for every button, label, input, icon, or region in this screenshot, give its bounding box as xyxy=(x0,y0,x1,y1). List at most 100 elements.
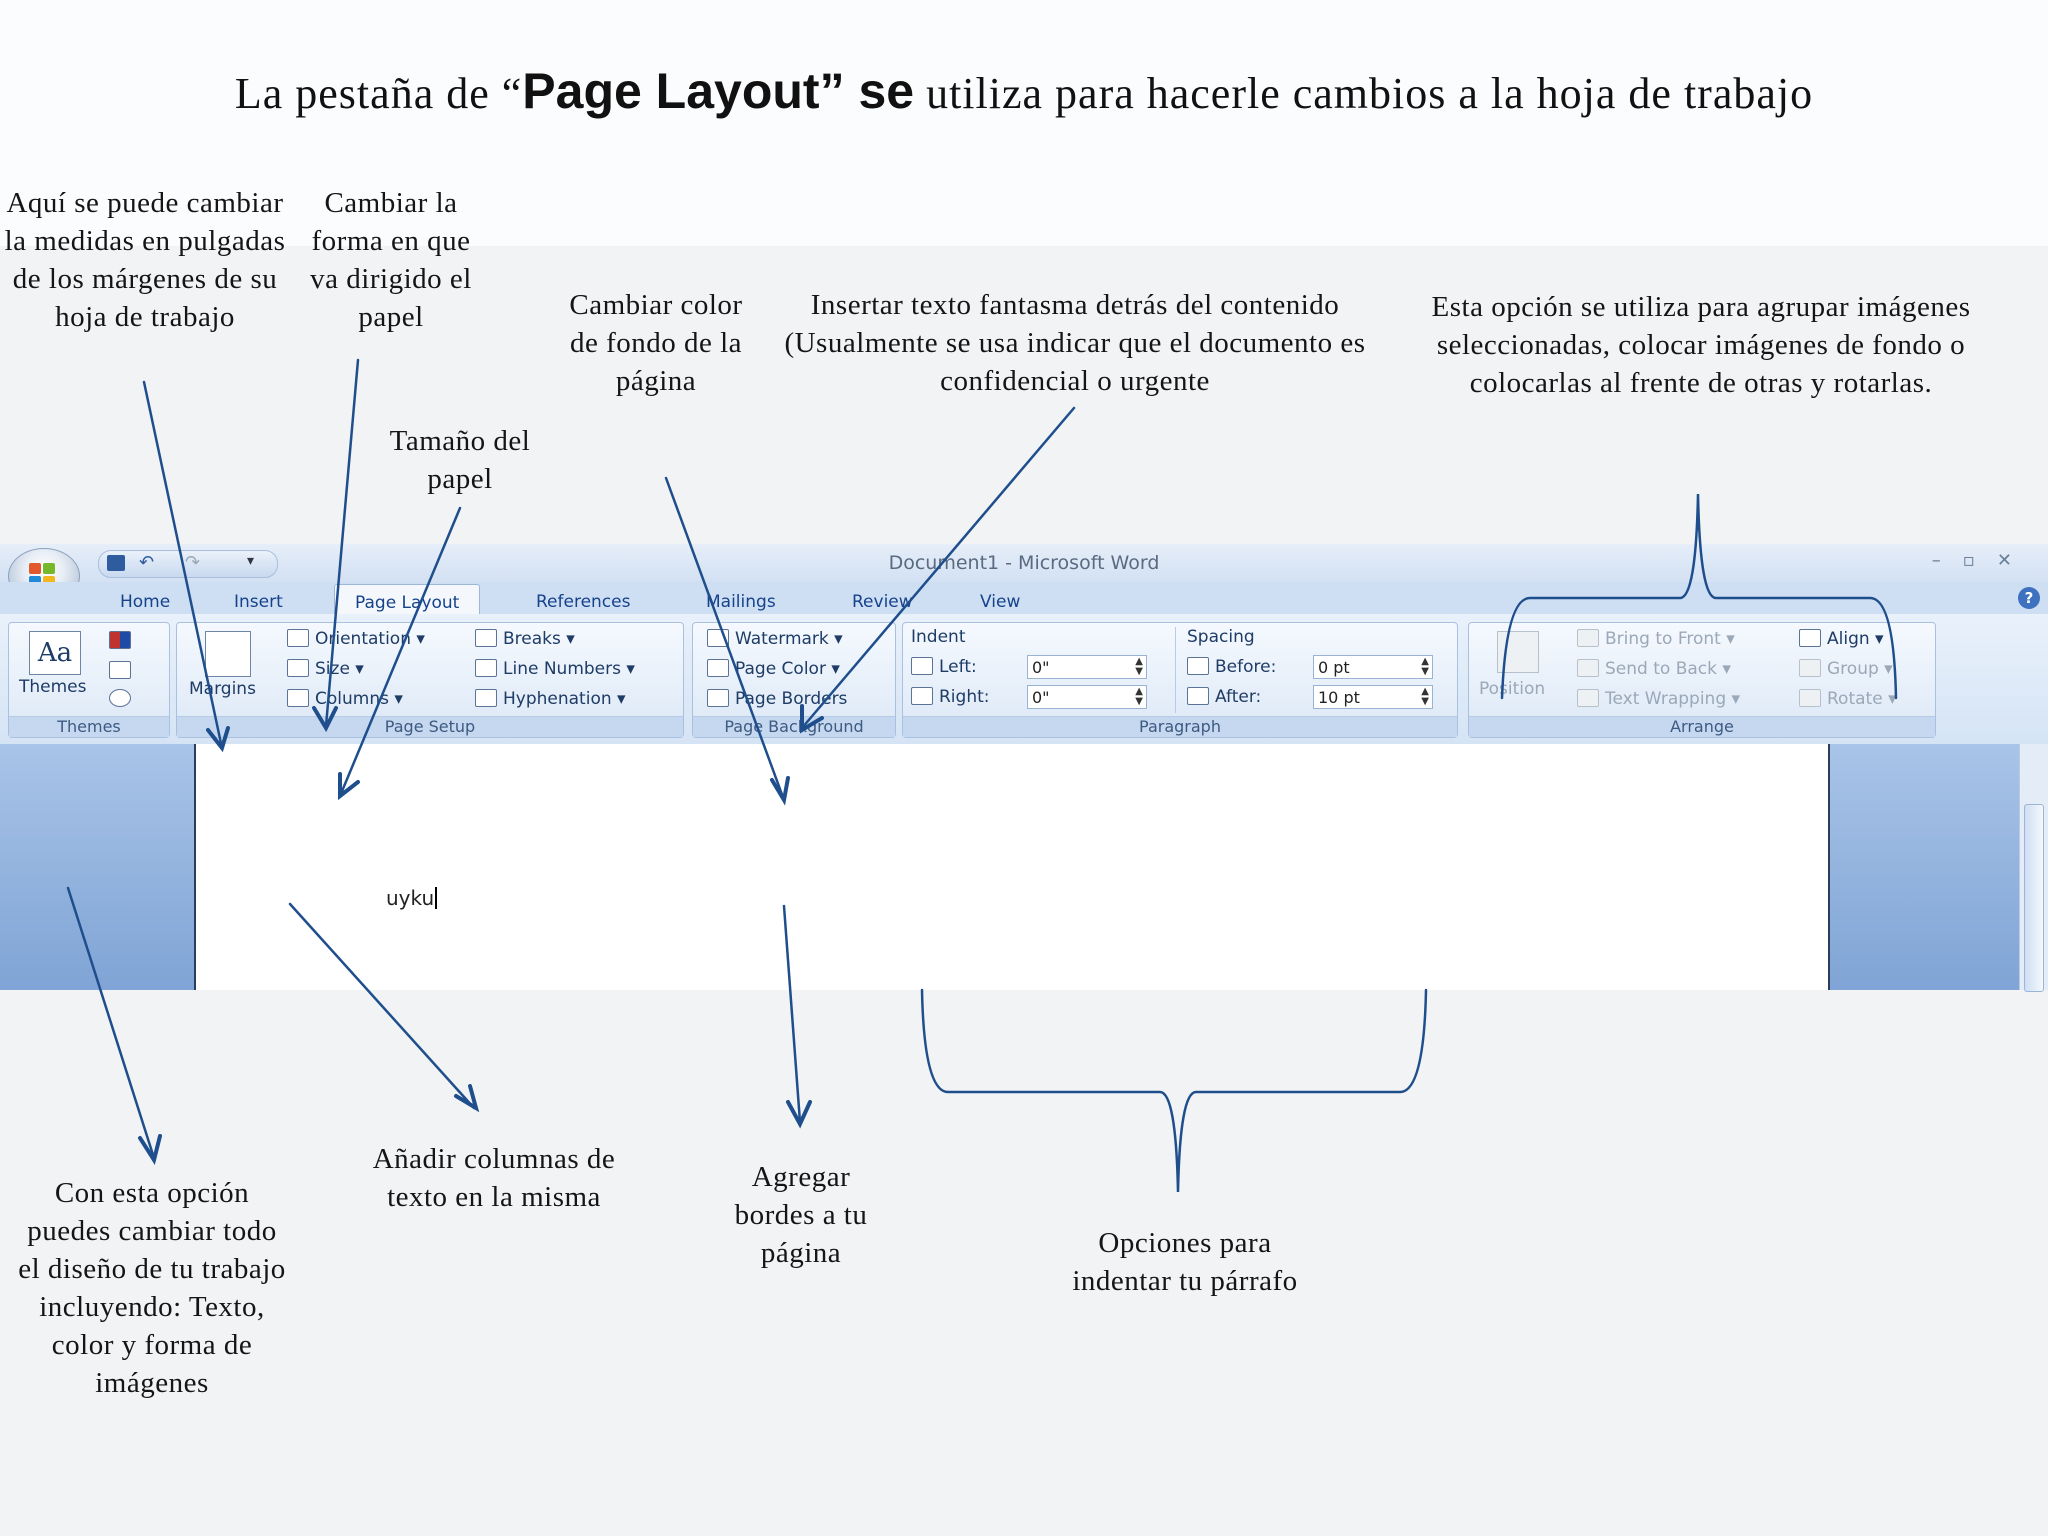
rotate-icon xyxy=(1799,689,1821,707)
page-color-button[interactable]: Page Color ▾ xyxy=(707,659,840,679)
send-to-back-icon xyxy=(1577,659,1599,677)
note-size: Tamaño del papel xyxy=(389,425,531,495)
word-window: Document1 - Microsoft Word –▫✕ ↶ ↷ ▾ Hom… xyxy=(0,544,2048,992)
tab-home[interactable]: Home xyxy=(120,592,171,612)
note-margins: Aquí se puede cambiar la medidas en pulg… xyxy=(4,187,286,333)
indent-right-label: Right: xyxy=(911,687,990,707)
help-icon[interactable]: ? xyxy=(2018,587,2040,609)
position-icon[interactable] xyxy=(1497,631,1539,673)
margins-button[interactable]: Margins xyxy=(189,679,256,699)
group-page-background: Watermark ▾ Page Color ▾ Page Borders Pa… xyxy=(692,622,896,738)
breaks-button[interactable]: Breaks ▾ xyxy=(475,629,575,649)
spacing-after-label: After: xyxy=(1187,687,1261,707)
indent-heading: Indent xyxy=(911,627,966,647)
redo-icon[interactable]: ↷ xyxy=(185,552,201,573)
text-wrapping-icon xyxy=(1577,689,1599,707)
page-borders-icon xyxy=(707,689,729,707)
title-bar: Document1 - Microsoft Word –▫✕ xyxy=(0,544,2048,582)
scrollbar-thumb[interactable] xyxy=(2024,804,2044,992)
group-icon xyxy=(1799,659,1821,677)
group-arrange: Position Bring to Front ▾ Send to Back ▾… xyxy=(1468,622,1936,738)
line-numbers-icon xyxy=(475,659,497,677)
group-page-setup: Margins Orientation ▾ Size ▾ Columns ▾ B… xyxy=(176,622,684,738)
columns-button[interactable]: Columns ▾ xyxy=(287,689,403,709)
window-title: Document1 - Microsoft Word xyxy=(888,552,1160,574)
spacing-after-icon xyxy=(1187,687,1209,705)
spacing-heading: Spacing xyxy=(1187,627,1255,647)
tab-review[interactable]: Review xyxy=(852,592,913,612)
group-button[interactable]: Group ▾ xyxy=(1799,659,1893,679)
divider xyxy=(1175,627,1176,713)
rotate-button[interactable]: Rotate ▾ xyxy=(1799,689,1897,709)
page-setup-group-label: Page Setup xyxy=(177,716,683,737)
office-logo-icon xyxy=(29,563,57,589)
size-icon xyxy=(287,659,309,677)
watermark-icon xyxy=(707,629,729,647)
note-indent: Opciones para indentar tu párrafo xyxy=(1072,1227,1298,1297)
note-page-color: Cambiar color de fondo de la página xyxy=(569,289,743,397)
tab-mailings[interactable]: Mailings xyxy=(706,592,776,612)
title-emphasis: Page Layout” se xyxy=(522,63,915,119)
slide-title: La pestaña de “Page Layout” se utiliza p… xyxy=(0,62,2048,120)
indent-right-icon xyxy=(911,687,933,705)
tab-view[interactable]: View xyxy=(980,592,1021,612)
themes-icon[interactable]: Aa xyxy=(29,631,81,675)
ribbon-tab-bar xyxy=(0,582,2048,614)
bring-to-front-button[interactable]: Bring to Front ▾ xyxy=(1577,629,1735,649)
spinner-icon[interactable]: ▲▼ xyxy=(1421,656,1429,677)
document-text[interactable]: uyku xyxy=(386,886,438,910)
page-color-icon xyxy=(707,659,729,677)
spinner-icon[interactable]: ▲▼ xyxy=(1421,686,1429,707)
spinner-icon[interactable]: ▲▼ xyxy=(1135,686,1143,707)
indent-left-field[interactable]: 0"▲▼ xyxy=(1027,655,1147,679)
note-orientation: Cambiar la forma en que va dirigido el p… xyxy=(310,187,472,333)
note-watermark: Insertar texto fantasma detrás del conte… xyxy=(784,289,1366,397)
orientation-icon xyxy=(287,629,309,647)
title-suffix: utiliza para hacerle cambios a la hoja d… xyxy=(914,69,1814,118)
group-themes: Aa Themes Themes xyxy=(8,622,170,738)
margins-icon[interactable] xyxy=(205,631,251,677)
save-icon[interactable] xyxy=(107,555,125,571)
quick-access-toolbar[interactable]: ↶ ↷ ▾ xyxy=(98,550,278,578)
align-icon xyxy=(1799,629,1821,647)
spacing-before-icon xyxy=(1187,657,1209,675)
vertical-scrollbar[interactable] xyxy=(2019,744,2048,992)
indent-right-field[interactable]: 0"▲▼ xyxy=(1027,685,1147,709)
customize-toolbar-icon[interactable]: ▾ xyxy=(247,553,255,569)
hyphenation-icon xyxy=(475,689,497,707)
page-borders-button[interactable]: Page Borders xyxy=(707,689,847,709)
text-caret xyxy=(435,887,438,909)
hyphenation-button[interactable]: Hyphenation ▾ xyxy=(475,689,626,709)
document-page[interactable] xyxy=(194,744,1830,990)
theme-effects-icon[interactable] xyxy=(109,689,131,707)
tab-insert[interactable]: Insert xyxy=(234,592,283,612)
arrange-group-label: Arrange xyxy=(1469,716,1935,737)
breaks-icon xyxy=(475,629,497,647)
themes-button[interactable]: Themes xyxy=(19,677,87,697)
spinner-icon[interactable]: ▲▼ xyxy=(1135,656,1143,677)
spacing-before-field[interactable]: 0 pt▲▼ xyxy=(1313,655,1433,679)
tab-references[interactable]: References xyxy=(536,592,631,612)
theme-colors-icon[interactable] xyxy=(109,631,131,649)
window-controls[interactable]: –▫✕ xyxy=(1931,550,2034,571)
orientation-button[interactable]: Orientation ▾ xyxy=(287,629,425,649)
spacing-before-label: Before: xyxy=(1187,657,1276,677)
align-button[interactable]: Align ▾ xyxy=(1799,629,1884,649)
text-wrapping-button[interactable]: Text Wrapping ▾ xyxy=(1577,689,1740,709)
columns-icon xyxy=(287,689,309,707)
line-numbers-button[interactable]: Line Numbers ▾ xyxy=(475,659,635,679)
title-prefix: La pestaña de “ xyxy=(234,69,523,118)
note-arrange: Esta opción se utiliza para agrupar imág… xyxy=(1431,291,1971,399)
theme-fonts-icon[interactable] xyxy=(109,661,131,679)
undo-icon[interactable]: ↶ xyxy=(139,552,155,573)
indent-left-label: Left: xyxy=(911,657,977,677)
spacing-after-field[interactable]: 10 pt▲▼ xyxy=(1313,685,1433,709)
group-paragraph: Indent Left: 0"▲▼ Right: 0"▲▼ Spacing Be… xyxy=(902,622,1458,738)
send-to-back-button[interactable]: Send to Back ▾ xyxy=(1577,659,1731,679)
page-background-group-label: Page Background xyxy=(693,716,895,737)
note-borders: Agregar bordes a tu página xyxy=(734,1161,868,1269)
watermark-button[interactable]: Watermark ▾ xyxy=(707,629,843,649)
position-button[interactable]: Position xyxy=(1479,679,1546,699)
size-button[interactable]: Size ▾ xyxy=(287,659,364,679)
